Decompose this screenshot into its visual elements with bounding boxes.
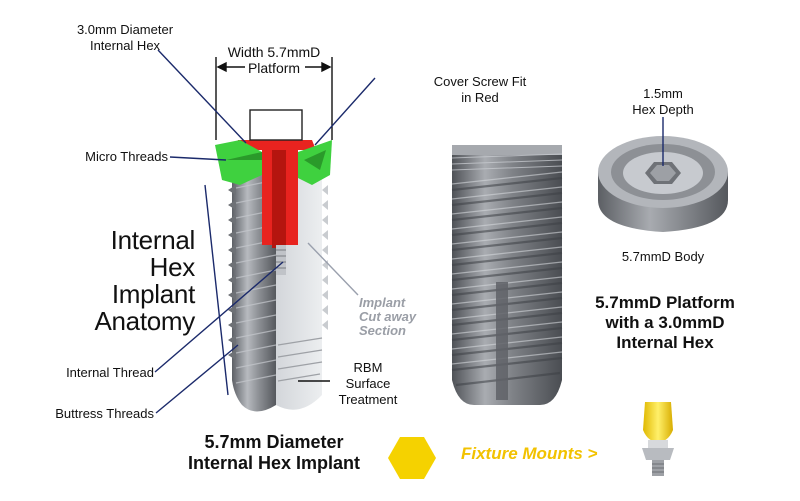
cover-screw-label: Cover Screw Fit in Red [410,74,550,106]
implant-title: 5.7mm Diameter Internal Hex Implant [168,432,380,474]
leader-micro-side [204,184,229,396]
anatomy-title-line2: Hex Implant [111,252,195,309]
leader-cover-screw [314,77,376,146]
width-label-line1: Width 5.7mmD [227,44,321,60]
cover-screw-label-line1: Cover Screw Fit [433,74,527,89]
hexagon-icon [388,437,436,479]
platform-title-line2: with a 3.0mmD [605,313,725,332]
cutaway-label-line1: Implant [359,295,406,310]
rbm-label: RBM Surface Treatment [318,360,418,408]
leader-lines [154,49,664,414]
rbm-label-line3: Treatment [338,392,398,407]
cutaway-label-line3: Section [359,323,406,338]
hex-depth-label-line1: 1.5mm [643,86,683,101]
micro-threads-label: Micro Threads [85,149,168,164]
platform-title-line1: 5.7mmD Platform [595,293,735,312]
leader-internal-hex [157,49,247,144]
rbm-label-line1: RBM [353,360,383,375]
hex-depth-label: 1.5mm Hex Depth [613,86,713,118]
platform-title-line3: Internal Hex [616,333,714,352]
buttress-threads-label: Buttress Threads [55,406,154,421]
internal-hex-label-line1: 3.0mm Diameter [76,22,174,37]
body-label: 5.7mmD Body [621,249,705,264]
anatomy-title-line3: Anatomy [94,306,195,336]
implant-title-line1: 5.7mm Diameter [204,432,344,452]
hex-depth-label-line2: Hex Depth [632,102,694,117]
cutaway-label-line2: Cut away [359,309,417,324]
platform-title: 5.7mmD Platform with a 3.0mmD Internal H… [570,293,760,353]
rbm-label-line2: Surface [345,376,391,391]
width-label-line2: Platform [247,60,301,76]
width-label: Width 5.7mmD Platform [216,44,332,76]
cover-screw-label-line2: in Red [461,90,499,105]
width-dimension [215,57,333,140]
implant-title-line2: Internal Hex Implant [187,453,361,473]
fixture-mounts-link[interactable]: Fixture Mounts > [461,444,598,463]
internal-hex-label: 3.0mm Diameter Internal Hex [60,22,190,54]
cover-screw-implant [451,145,563,405]
fixture-mount-icon[interactable] [642,402,674,476]
cutaway-label: Implant Cut away Section [359,296,416,338]
cutaway-implant [215,109,332,412]
anatomy-title-line1: Internal [110,225,196,255]
anatomy-title: Internal Hex Implant Anatomy [60,227,195,335]
leader-micro-threads [169,156,227,161]
platform-top-view [598,136,728,232]
leader-cutaway [307,242,359,296]
internal-hex-label-line2: Internal Hex [89,38,161,53]
internal-thread-label: Internal Thread [66,365,154,380]
